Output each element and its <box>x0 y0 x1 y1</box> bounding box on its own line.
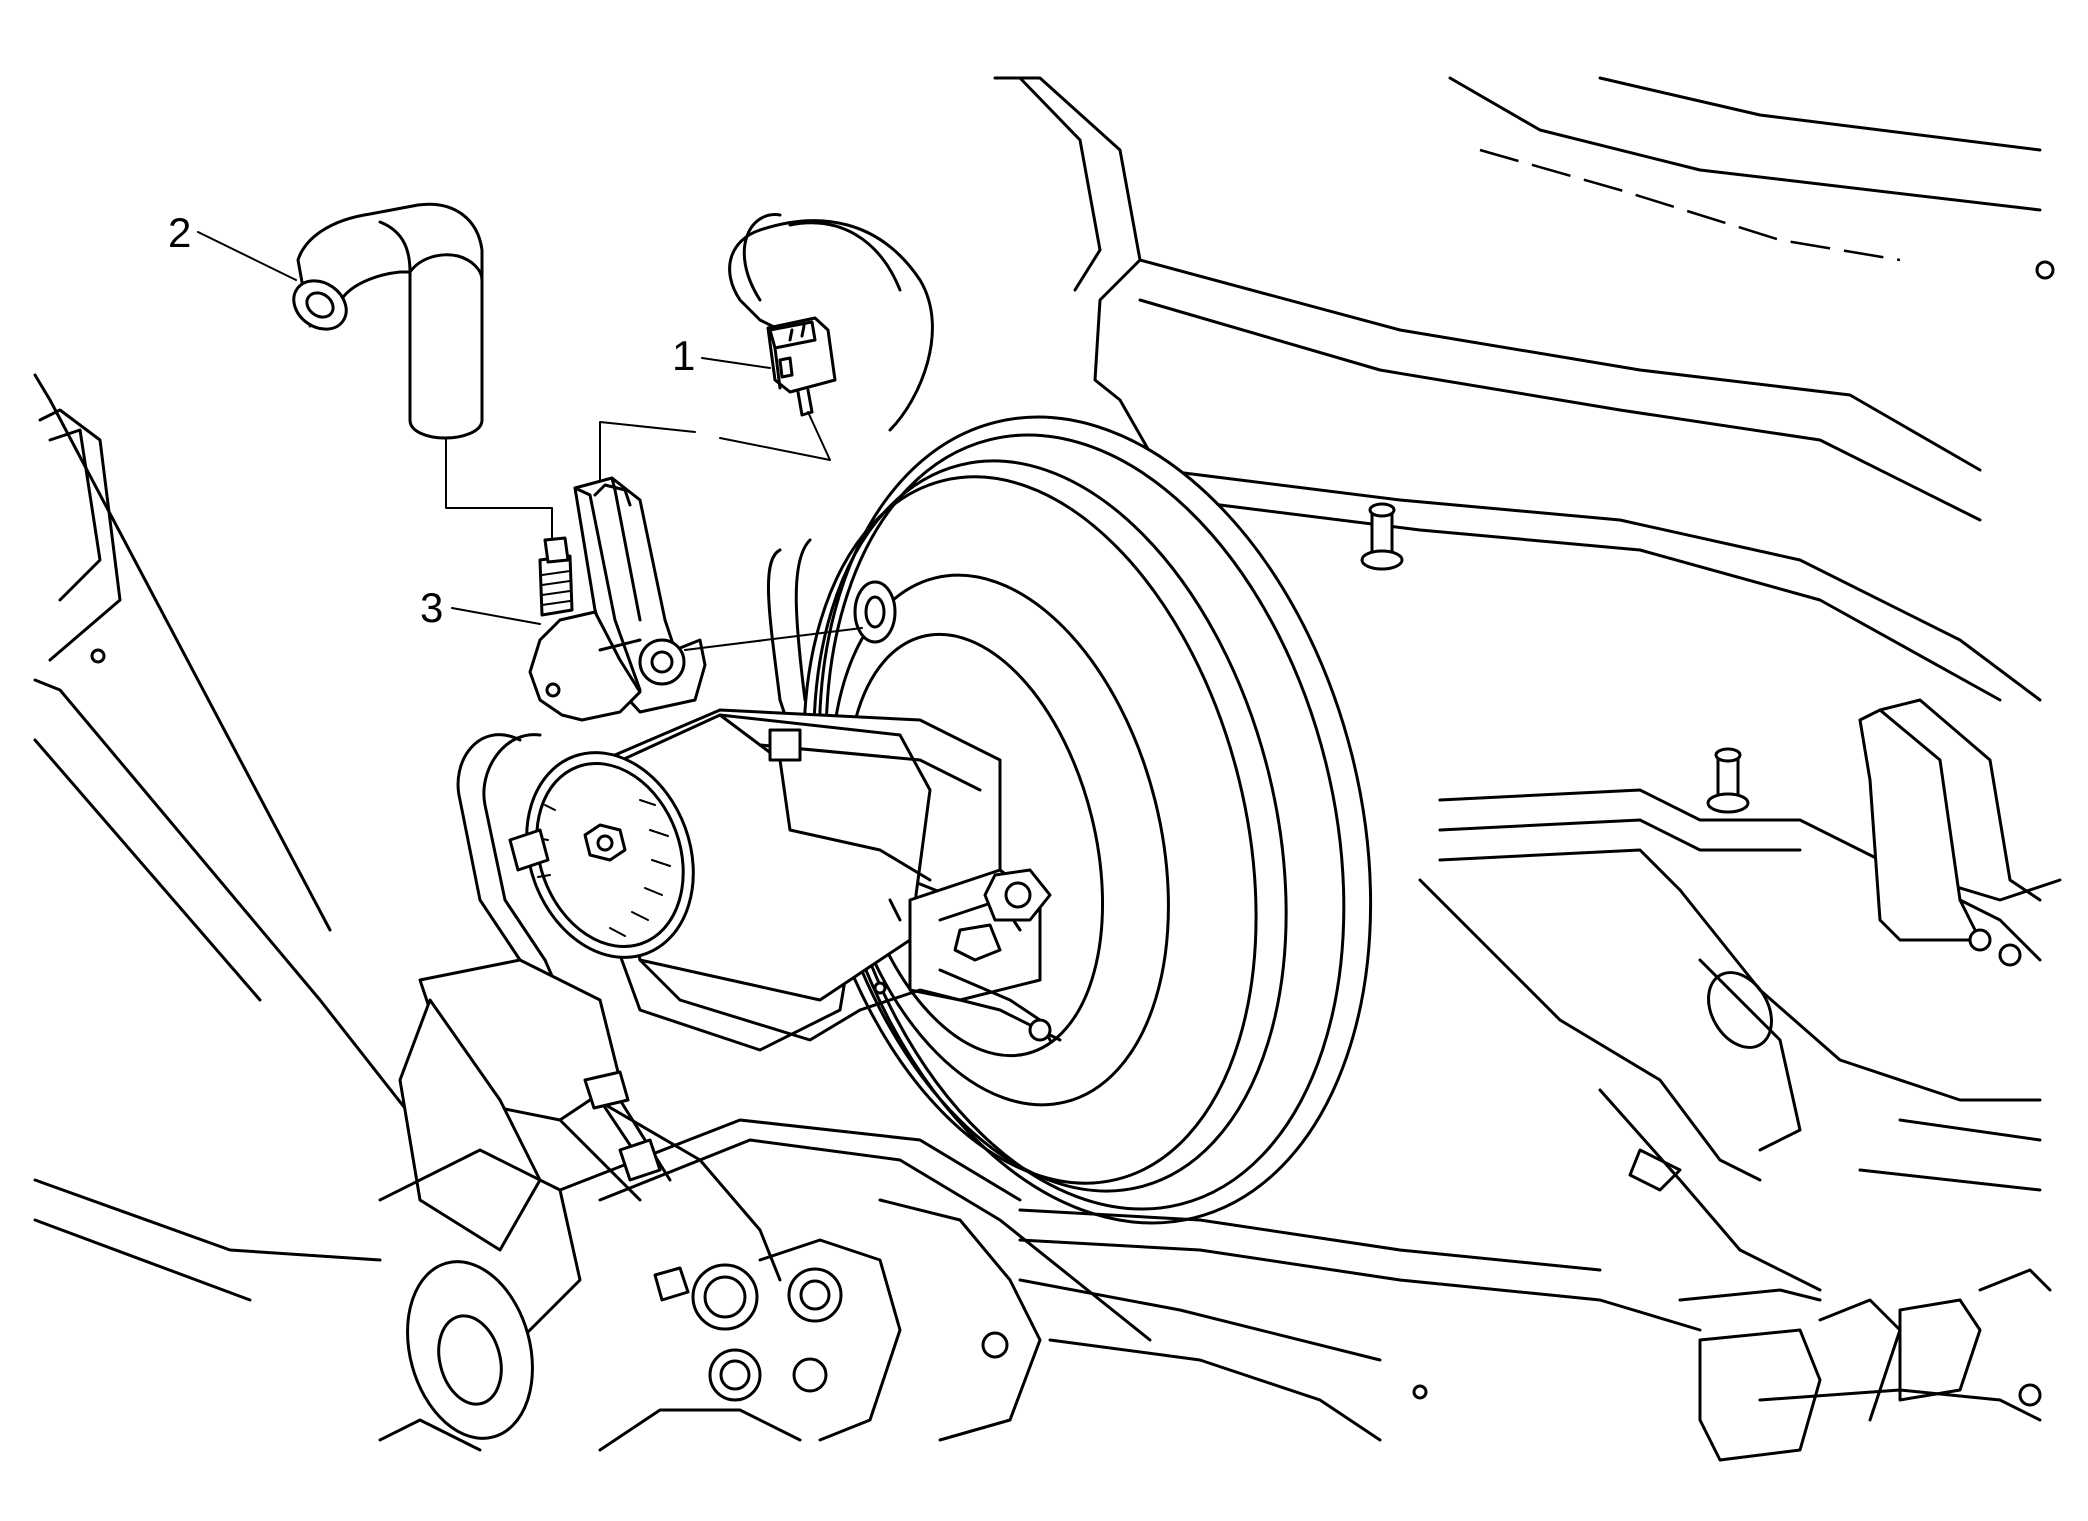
left-panel <box>33 373 432 1302</box>
assembly-lines <box>445 411 863 651</box>
callout-3-label: 3 <box>420 584 443 631</box>
callout-3: 3 <box>420 584 541 631</box>
body-structure-right <box>1418 698 2062 1292</box>
firewall-panel <box>993 76 2055 814</box>
master-cylinder <box>525 708 1062 1052</box>
vacuum-hose-part <box>292 202 484 440</box>
lower-right-components <box>1678 1268 2052 1462</box>
connector-part <box>766 316 837 417</box>
booster-vacuum-hose <box>728 213 934 762</box>
callout-2: 2 <box>168 209 297 281</box>
callout-1-label: 1 <box>672 332 695 379</box>
callout-2-label: 2 <box>168 209 191 256</box>
callout-1: 1 <box>672 332 771 379</box>
vacuum-sensor-part <box>528 476 707 722</box>
brake-lines-abs <box>378 733 1702 1452</box>
